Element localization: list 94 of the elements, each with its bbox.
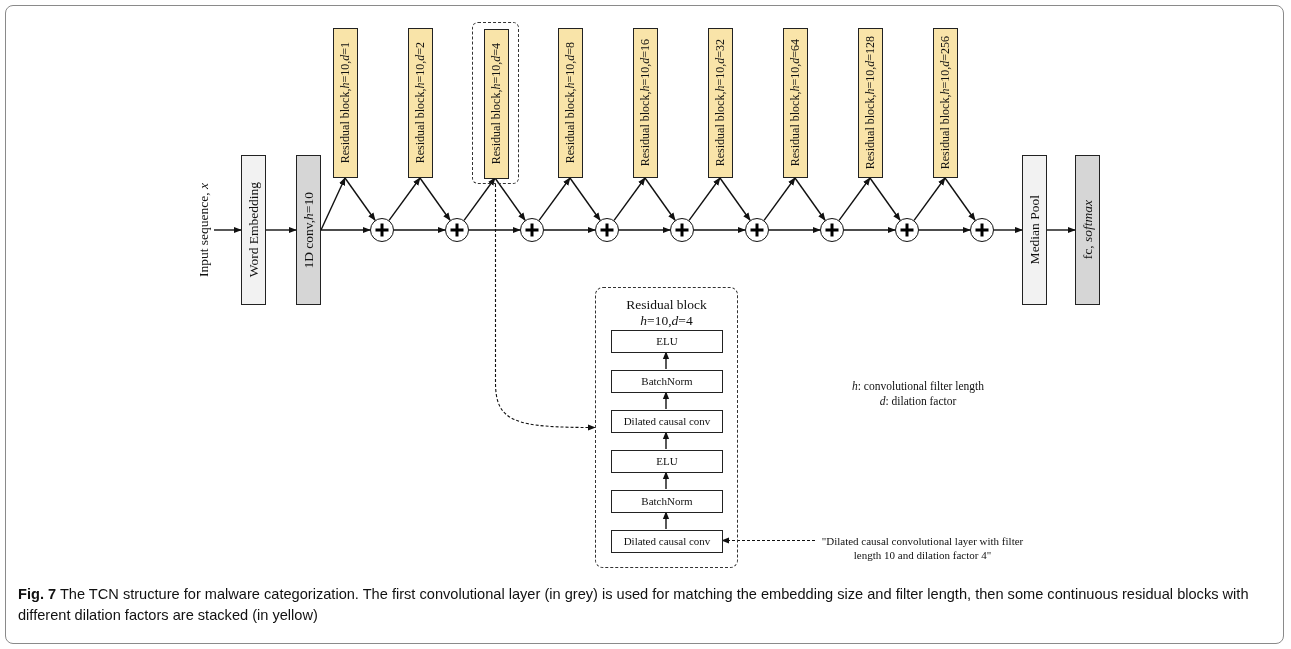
- layer-label: fc, softmax: [1080, 200, 1095, 260]
- definition-text: d: dilation factor: [879, 395, 957, 407]
- annotation-text: "Dilated causal convolutional layer with filter length 10 and dilation factor 4": [820, 535, 1025, 563]
- adder-circle: [520, 218, 544, 242]
- arrow: [463, 177, 496, 221]
- adder-circle: [745, 218, 769, 242]
- layer-label: Word Embedding: [246, 182, 261, 278]
- layer-label: Residual block,h=10,d=1: [339, 42, 351, 164]
- residual-block-box: [483, 29, 509, 179]
- arrow: [918, 226, 971, 234]
- layer-box: [241, 155, 266, 305]
- arrow: [468, 226, 521, 234]
- arrow: [763, 177, 796, 221]
- residual-block-box: [782, 28, 808, 178]
- layer-label: Residual block,h=10,d=8: [564, 42, 576, 164]
- arrow: [320, 226, 371, 234]
- residual-block-box: [407, 28, 433, 178]
- arrow: [662, 431, 670, 450]
- layer-label: Residual block,h=10,d=2: [414, 42, 426, 164]
- layer-label: BatchNorm: [641, 494, 693, 509]
- adder-circle: [895, 218, 919, 242]
- adder-circle: [445, 218, 469, 242]
- arrow: [538, 177, 571, 221]
- layer-label: Dilated causal conv: [623, 414, 711, 429]
- arrow: [213, 226, 242, 234]
- input-label: Input sequence, x: [197, 182, 211, 278]
- layer-label: Residual block,h=10,d=4: [490, 43, 502, 165]
- arrow: [768, 226, 821, 234]
- residual-block-box: [932, 28, 958, 178]
- layer-label: Dilated causal conv: [623, 534, 711, 549]
- layer-box: [611, 370, 723, 393]
- arrow: [721, 537, 816, 544]
- arrow: [993, 226, 1023, 234]
- arrow: [1046, 226, 1076, 234]
- arrow: [869, 177, 901, 221]
- residual-block-box: [332, 28, 358, 178]
- arrow: [320, 177, 346, 231]
- arrow: [265, 226, 297, 234]
- arrow: [794, 177, 826, 221]
- arrow: [644, 177, 676, 221]
- arrow: [494, 183, 596, 431]
- arrow: [688, 177, 721, 221]
- layer-label: Median Pool: [1027, 195, 1042, 265]
- layer-label: ELU: [656, 334, 678, 349]
- residual-block-box: [857, 28, 883, 178]
- arrow: [494, 177, 526, 221]
- layer-label: 1D conv,h=10: [301, 191, 316, 269]
- layer-box: [611, 490, 723, 513]
- arrow: [693, 226, 746, 234]
- residual-block-box: [557, 28, 583, 178]
- highlight-frame: [472, 22, 519, 184]
- layer-box: [1022, 155, 1047, 305]
- layer-label: Residual block,h=10,d=64: [789, 39, 801, 167]
- adder-circle: [370, 218, 394, 242]
- layer-label: Residual block,h=10,d=32: [714, 39, 726, 167]
- layer-label: Residual block,h=10,d=128: [864, 36, 876, 170]
- arrow: [388, 177, 421, 221]
- layer-label: Residual block,h=10,d=16: [639, 39, 651, 167]
- arrow: [843, 226, 896, 234]
- layer-label: Residual block,h=10,d=256: [939, 36, 951, 170]
- arrow: [838, 177, 871, 221]
- adder-circle: [970, 218, 994, 242]
- block-title: Residual block: [625, 298, 708, 312]
- arrow: [344, 177, 376, 221]
- arrow: [613, 177, 646, 221]
- layer-box: [611, 530, 723, 553]
- arrow: [618, 226, 671, 234]
- layer-label: ELU: [656, 454, 678, 469]
- adder-circle: [595, 218, 619, 242]
- figure-caption: Fig. 7 The TCN structure for malware categorization. The first convolutional layer (in grey) is used for matching the embedding size and filter length, then some continuous residual blocks with different dilation factors are stacked (in yellow): [18, 585, 1250, 625]
- layer-box: [296, 155, 321, 305]
- arrow: [543, 226, 596, 234]
- arrow: [662, 471, 670, 490]
- layer-label: BatchNorm: [641, 374, 693, 389]
- layer-box: [1075, 155, 1100, 305]
- residual-block-box: [632, 28, 658, 178]
- arrow: [569, 177, 601, 221]
- layer-box: [611, 330, 723, 353]
- arrow: [719, 177, 751, 221]
- arrow: [662, 351, 670, 370]
- layer-box: [611, 410, 723, 433]
- adder-circle: [670, 218, 694, 242]
- arrow: [944, 177, 976, 221]
- arrow: [662, 511, 670, 530]
- adder-circle: [820, 218, 844, 242]
- residual-block-box: [707, 28, 733, 178]
- layer-box: [611, 450, 723, 473]
- arrow: [662, 391, 670, 410]
- arrow: [419, 177, 451, 221]
- arrow: [393, 226, 446, 234]
- arrow: [913, 177, 946, 221]
- residual-block-detail-panel: [595, 287, 738, 568]
- block-title: h=10,d=4: [639, 314, 694, 328]
- definition-text: h: convolutional filter length: [852, 380, 984, 392]
